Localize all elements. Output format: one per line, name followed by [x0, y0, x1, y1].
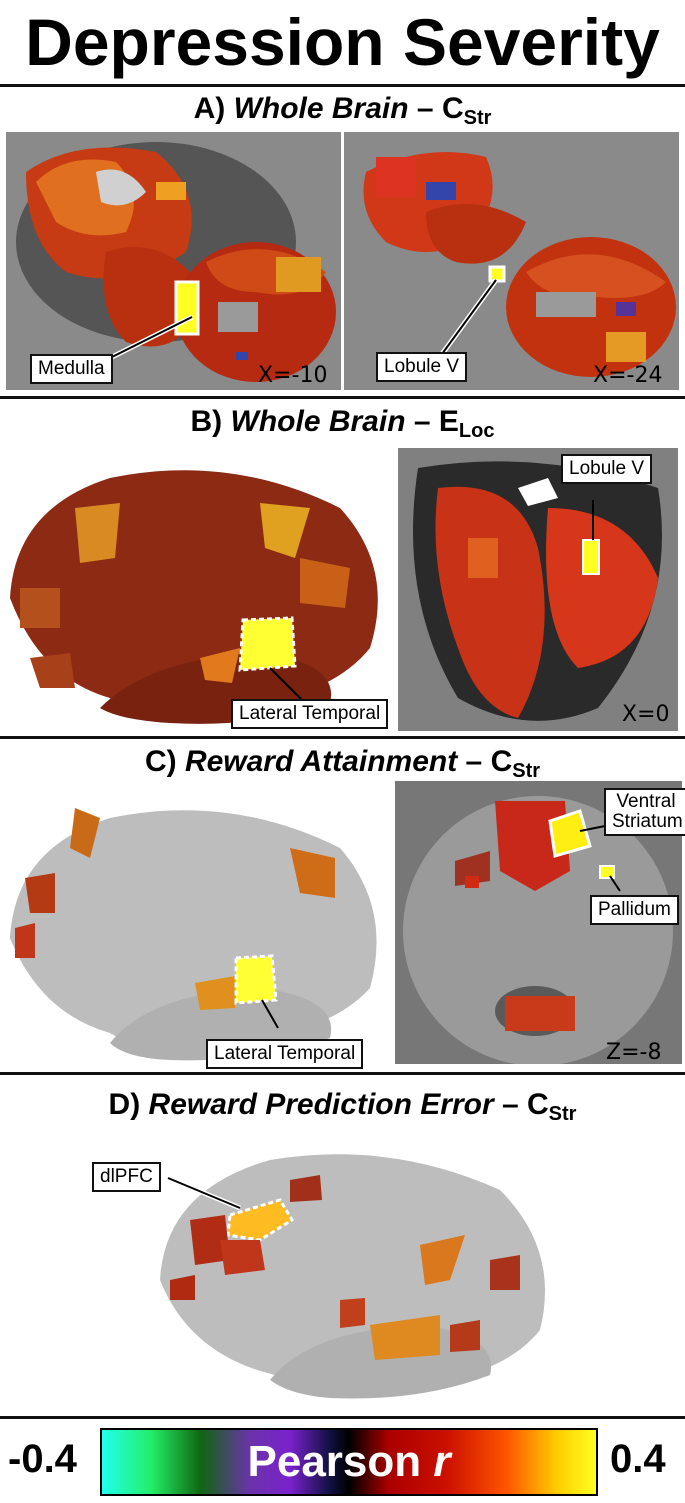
- callout-pallidum: Pallidum: [590, 895, 679, 925]
- colorbar-max: 0.4: [610, 1437, 666, 1481]
- callout-ventral-striatum: Ventral Striatum: [604, 788, 685, 836]
- colorbar-min: -0.4: [8, 1437, 77, 1481]
- divider: [0, 84, 685, 87]
- callout-medulla: Medulla: [30, 354, 113, 384]
- panel-d-title: D) Reward Prediction Error – CStr: [108, 1088, 577, 1125]
- divider: [0, 396, 685, 399]
- panel-a-title: A) Whole Brain – CStr: [193, 92, 492, 129]
- panel-b-title: B) Whole Brain – ELoc: [190, 405, 495, 442]
- coord-label: X=-10: [258, 363, 328, 388]
- coord-label: Z=-8: [606, 1040, 662, 1065]
- panel-b-sagittal-image: [398, 448, 678, 731]
- callout-lateral-temporal-c: Lateral Temporal: [206, 1039, 364, 1069]
- divider: [0, 1416, 685, 1419]
- panel-d-cortex-image: [150, 1140, 560, 1405]
- figure-title: Depression Severity: [25, 5, 660, 79]
- callout-dlpfc: dlPFC: [92, 1162, 161, 1192]
- callout-lateral-temporal-b: Lateral Temporal: [231, 699, 389, 729]
- divider: [0, 736, 685, 739]
- panel-c-cortex-image: [0, 788, 392, 1066]
- panel-c-title: C) Reward Attainment – CStr: [144, 745, 541, 782]
- colorbar-label: Pearson r: [247, 1437, 451, 1486]
- coord-label: X=0: [622, 702, 670, 727]
- panel-c-axial-image: [395, 781, 682, 1064]
- divider: [0, 1072, 685, 1075]
- coord-label: X=-24: [593, 363, 663, 388]
- callout-lobule-v-a: Lobule V: [376, 352, 468, 382]
- colorbar: Pearson r: [100, 1428, 598, 1496]
- panel-a-image: [6, 132, 679, 390]
- callout-lobule-v-b: Lobule V: [561, 454, 653, 484]
